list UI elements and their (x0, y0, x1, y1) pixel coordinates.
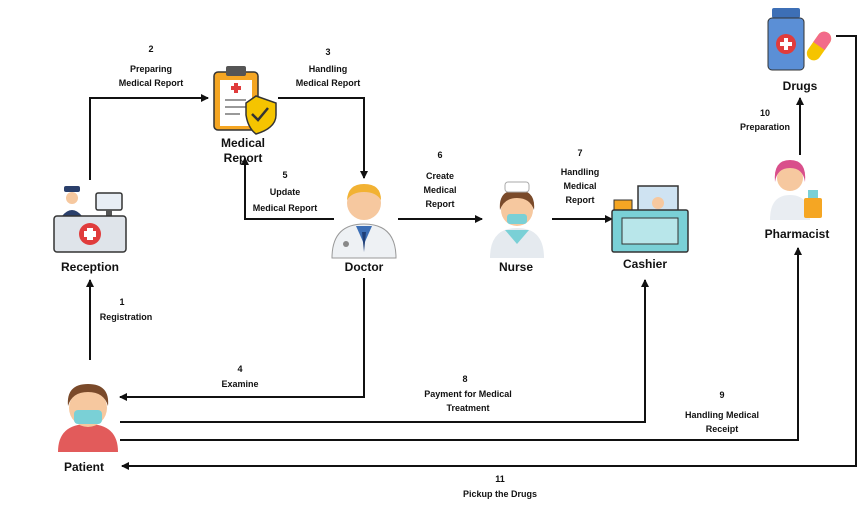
step-11-text: Pickup the Drugs (463, 489, 537, 499)
arrow-update-report (241, 157, 334, 220)
clipboard-report-icon (213, 66, 277, 135)
doctor-label: Doctor (345, 260, 384, 274)
step-8: 8 Payment for Medical Treatment (424, 374, 512, 413)
step-4-text: Examine (221, 379, 258, 389)
step-5: 5 Update Medical Report (253, 170, 318, 213)
step-3-line2: Medical Report (296, 78, 361, 88)
pharmacist-label: Pharmacist (765, 227, 830, 241)
step-4: 4 Examine (221, 364, 258, 389)
step-1-number: 1 (119, 297, 124, 307)
step-6-line1: Create (426, 171, 454, 181)
cashier-icon (611, 185, 689, 253)
step-3: 3 Handling Medical Report (296, 47, 361, 88)
step-10-text: Preparation (740, 122, 790, 132)
step-9-number: 9 (719, 390, 724, 400)
step-6: 6 Create Medical Report (423, 150, 456, 209)
arrow-handling-receipt (120, 247, 802, 441)
reception-label: Reception (61, 260, 119, 274)
step-7: 7 Handling Medical Report (561, 148, 600, 205)
flow-arrows (86, 35, 857, 470)
step-3-line1: Handling (309, 64, 348, 74)
patient-icon (58, 384, 118, 452)
step-7-line3: Report (566, 195, 595, 205)
step-6-line3: Report (426, 199, 455, 209)
step-3-number: 3 (325, 47, 330, 57)
step-7-number: 7 (577, 148, 582, 158)
medical-report-label-line1: Medical (221, 136, 265, 150)
step-2: 2 Preparing Medical Report (119, 44, 184, 88)
reception-desk-icon (53, 186, 127, 253)
step-4-number: 4 (237, 364, 242, 374)
step-1-text: Registration (100, 312, 153, 322)
step-11: 11 Pickup the Drugs (463, 474, 537, 499)
step-2-line2: Medical Report (119, 78, 184, 88)
step-7-line2: Medical (563, 181, 596, 191)
arrow-examine (119, 278, 365, 401)
arrow-payment (120, 279, 649, 423)
step-2-line1: Preparing (130, 64, 172, 74)
step-10-number: 10 (760, 108, 770, 118)
arrow-handling-report (278, 97, 368, 179)
step-7-line1: Handling (561, 167, 600, 177)
step-8-line2: Treatment (446, 403, 489, 413)
step-5-line1: Update (270, 187, 301, 197)
step-8-line1: Payment for Medical (424, 389, 512, 399)
patient-label: Patient (64, 460, 104, 474)
step-10: 10 Preparation (740, 108, 790, 132)
step-5-line2: Medical Report (253, 203, 318, 213)
arrow-preparing-report (89, 94, 209, 180)
step-9-line2: Receipt (706, 424, 739, 434)
doctor-icon (331, 184, 397, 259)
nurse-label: Nurse (499, 260, 533, 274)
step-1: 1 Registration (100, 297, 153, 322)
nurse-icon (490, 181, 544, 258)
step-9-line1: Handling Medical (685, 410, 759, 420)
step-2-number: 2 (148, 44, 153, 54)
pharmacist-icon (770, 160, 822, 220)
step-11-number: 11 (495, 474, 505, 484)
drugs-bottle-icon (767, 8, 832, 71)
medical-report-label-line2: Report (224, 151, 263, 165)
step-6-line2: Medical (423, 185, 456, 195)
step-9: 9 Handling Medical Receipt (685, 390, 759, 434)
cashier-label: Cashier (623, 257, 667, 271)
step-8-number: 8 (462, 374, 467, 384)
drugs-label: Drugs (783, 79, 818, 93)
arrow-pickup-drugs (121, 35, 857, 470)
step-6-number: 6 (437, 150, 442, 160)
step-5-number: 5 (282, 170, 287, 180)
